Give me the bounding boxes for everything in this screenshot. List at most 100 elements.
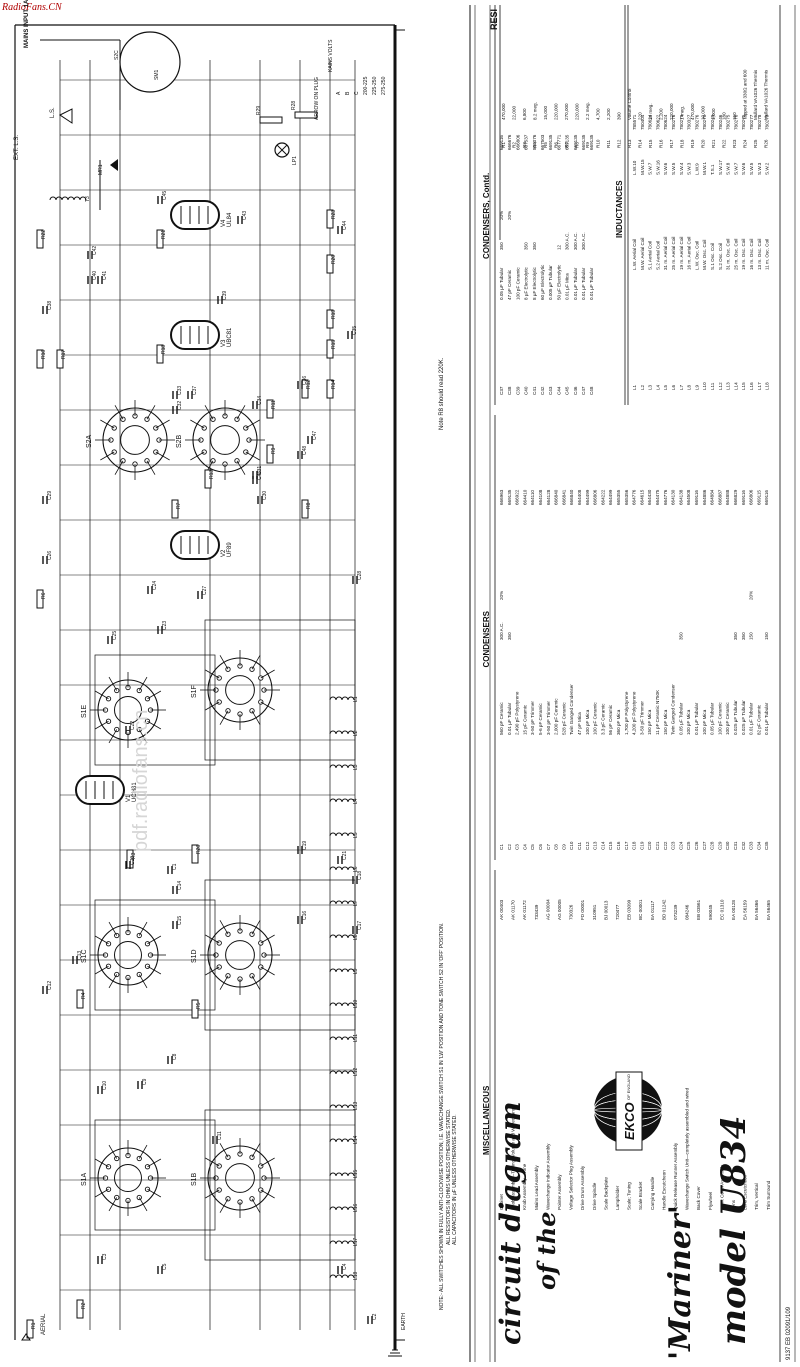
resistor-label: R11 (271, 400, 277, 409)
resistor-body (259, 116, 283, 124)
wafer-s1a: S1A (81, 1140, 166, 1216)
table-cell: BC 00001 (638, 899, 643, 920)
table-cell: 1,700 pF Polystyrene (624, 691, 629, 735)
table-cell: C41 (532, 386, 537, 395)
capacitor-c15: C15 (172, 916, 183, 929)
table-cell: 0.05 µF Tubular (710, 702, 715, 735)
table-cell: 220,000 (575, 103, 580, 120)
loudspeaker-label: L.S. (50, 107, 56, 118)
table-cell: Tapped at 330Ω and 600 (743, 69, 748, 120)
cap-label: C34 (257, 396, 263, 405)
capacitor-c28: C28 (352, 571, 363, 584)
coil-label: L2 (353, 730, 359, 736)
table-heading: RESI (489, 9, 499, 30)
table-cell: C8 (554, 844, 559, 850)
wafer-frame (204, 879, 356, 1031)
wafer-lead (138, 1197, 148, 1212)
table-cell: Wavechange Switch Unit—completely assemb… (685, 1087, 690, 1210)
table-cell: EA 01117 (650, 900, 655, 920)
coil-winding (329, 1070, 355, 1075)
table-cell: R17 (669, 139, 674, 148)
wafer-lead (108, 1197, 118, 1212)
table-cell: 664776 (632, 489, 637, 505)
cap-label: C4 (342, 1263, 348, 1270)
table-cell: 669116 (741, 490, 746, 505)
table-cell: Cabinet (499, 1193, 504, 1210)
table-cell: 720477 (615, 904, 620, 920)
table-cell: 0.01 µF Tubular (581, 267, 586, 300)
capacitor-c44: C44 (337, 221, 348, 234)
table-cell: R2 (512, 142, 517, 148)
table-cell: R4 (533, 142, 538, 148)
capacitor-c39: C39 (217, 291, 228, 304)
resistor-r15: R15 (326, 339, 337, 359)
table-cell: 0.01 µF Tubular (589, 267, 594, 300)
table-cell: 730326 (569, 904, 574, 920)
table-cell: 13 m. Osc. Coil (757, 239, 762, 270)
table-cell: 25 m. Aerial Coil (671, 237, 676, 270)
capacitor-c14: C14 (172, 881, 183, 894)
coil-winding (329, 730, 355, 735)
table-cell: 100 pF Ceramic (717, 702, 722, 735)
table-cell: 270,000 (564, 103, 569, 120)
capacitor-c32: C32 (172, 401, 183, 414)
table-cell: 20% (507, 211, 512, 220)
resistor-body (26, 1319, 34, 1339)
title-line2: of the (532, 1212, 561, 1291)
table-cell: 150 (732, 112, 737, 120)
table-cell: 22,000 (512, 106, 517, 120)
table-cell: R25 (753, 139, 758, 148)
table-cell: 470,000 (690, 103, 695, 120)
capacitor-c24: C24 (147, 581, 158, 594)
table-cell: 664410 (522, 489, 527, 505)
resistor-label: R21 (161, 230, 167, 239)
capacitor-c5: C5 (157, 1263, 168, 1274)
table-cell: 666840 (554, 489, 559, 505)
table-cell: C47 (581, 386, 586, 395)
table-cell: C15 (608, 841, 613, 850)
ekco-logo-text: EKCO (622, 1102, 637, 1140)
wafer-lead (138, 676, 148, 691)
valve-envelope (170, 530, 220, 560)
resistor-label: R3 (131, 852, 137, 859)
table-cell: AK 01172 (522, 900, 527, 920)
table-cell: Knob Assembly—Tone (522, 1163, 527, 1210)
table-cell: C2 (507, 844, 512, 850)
resistor-r13: R13 (204, 469, 215, 489)
table-cell: 780278 (679, 114, 684, 130)
table-cell: L17 (757, 382, 762, 390)
wafer-lead (236, 405, 246, 420)
table-cell: 664499 (608, 489, 613, 505)
wafer-lead (190, 451, 205, 461)
table-cell: S.W.7 (733, 162, 738, 175)
table-cell: C16 (616, 841, 621, 850)
cap-label: C30 (262, 491, 268, 500)
table-cell: 11 m. Osc. Coil (765, 239, 770, 270)
lp1-label: LP1 (292, 156, 298, 165)
capacitor-c27: C27 (197, 586, 208, 599)
coil-l8: L8 (329, 934, 359, 940)
cap-label: C40 (92, 271, 98, 280)
table-cell: 180 (722, 112, 727, 120)
table-cell: Lampholder (615, 1185, 620, 1210)
coil-label: L6 (353, 866, 359, 872)
table-cell: L3 (648, 384, 653, 390)
table-cell: 664128 (546, 489, 551, 505)
table-cell: 310951 (592, 904, 597, 920)
table-cell: S.W.17 (718, 160, 723, 175)
cap-label: C41 (102, 271, 108, 280)
wafer-lead (108, 676, 118, 691)
table-cell: 664884 (710, 489, 715, 505)
table-cell: EC 01310 (719, 899, 724, 920)
cap-label: C26 (47, 551, 53, 560)
table-cell: L4 (655, 384, 660, 390)
table-cell: 350 (678, 632, 683, 640)
wafer-lead (205, 669, 220, 679)
site-label: RadioFans.CN (2, 2, 62, 13)
table-cell: 666806 (515, 134, 520, 150)
table-cell: R20 (701, 139, 706, 148)
resistor-body (326, 379, 334, 399)
